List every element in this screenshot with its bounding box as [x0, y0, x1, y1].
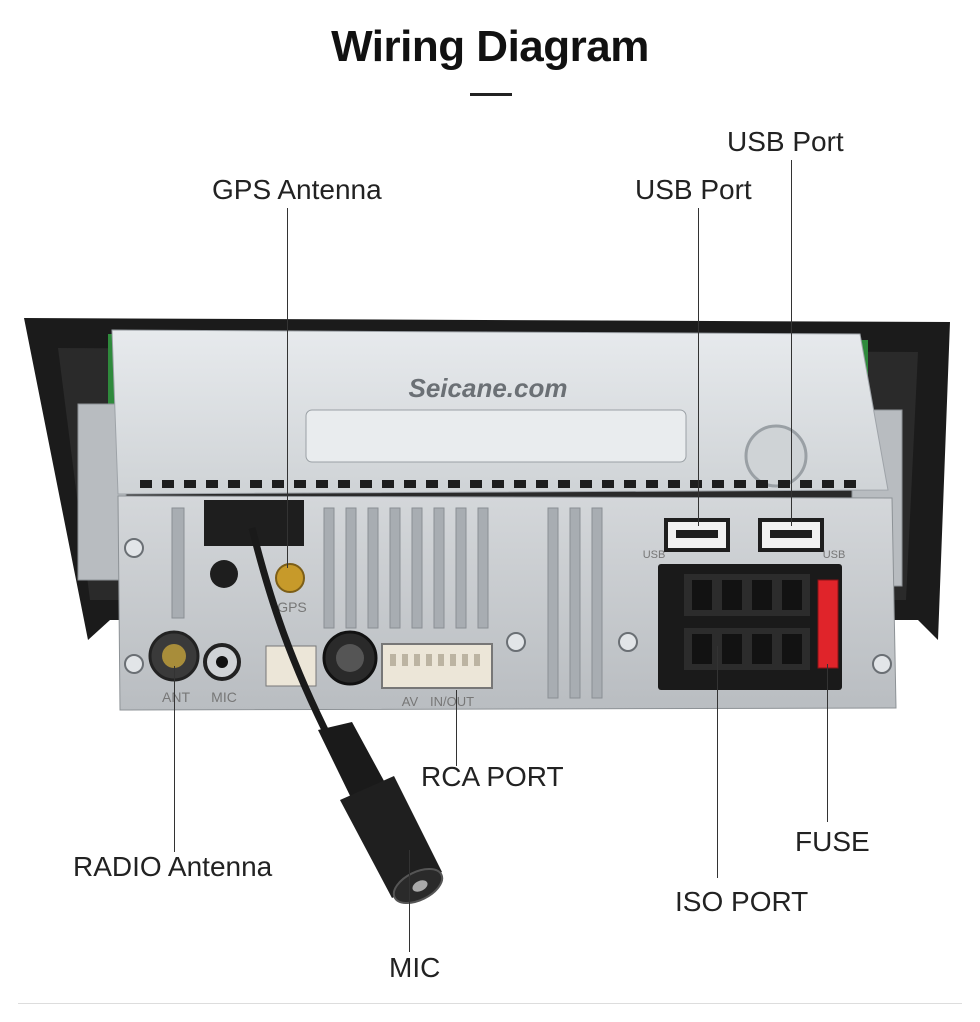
label-radio-antenna: RADIO Antenna: [73, 851, 273, 882]
rca-connector: [381, 643, 493, 689]
leader-rca-port: [456, 690, 457, 766]
usb-right-tag: USB: [823, 549, 846, 561]
gps-hole: [210, 560, 238, 588]
mic-plug-body: [340, 776, 442, 898]
label-iso-port: ISO PORT: [675, 886, 809, 917]
sticker: [305, 409, 687, 463]
vent-row: [140, 480, 856, 488]
bottom-divider: [18, 1003, 962, 1004]
leader-fuse: [827, 664, 828, 822]
mic-tag: MIC: [211, 689, 237, 705]
leader-usb-port: [698, 208, 699, 526]
page-title: Wiring Diagram: [331, 22, 649, 71]
mic-cable: [248, 527, 334, 742]
label-usb-port-top: USB Port: [727, 126, 844, 157]
heat-fins: [171, 507, 603, 699]
leader-gps-antenna: [287, 208, 288, 568]
gps-sma-connector: [275, 563, 305, 593]
label-fuse: FUSE: [795, 826, 870, 857]
gps-tag: GPS: [277, 599, 307, 615]
title-underline: [470, 93, 512, 96]
leader-mic: [409, 850, 410, 952]
ant-tag: ANT: [162, 689, 190, 705]
brand-text: Seicane.com: [409, 373, 568, 403]
leader-radio-antenna: [174, 666, 175, 852]
label-mic: MIC: [389, 952, 441, 983]
inout-tag: IN/OUT: [430, 694, 474, 709]
leader-iso-port: [717, 646, 718, 878]
logo-badge: [744, 424, 808, 488]
screws: [124, 538, 892, 674]
usb-left-tag: USB: [643, 549, 666, 561]
leader-usb-port-top: [791, 160, 792, 526]
label-usb-port: USB Port: [635, 174, 752, 205]
label-gps-antenna: GPS Antenna: [212, 174, 382, 205]
fuse: [817, 579, 839, 669]
label-rca-port: RCA PORT: [421, 761, 564, 792]
av-tag: AV: [402, 694, 419, 709]
